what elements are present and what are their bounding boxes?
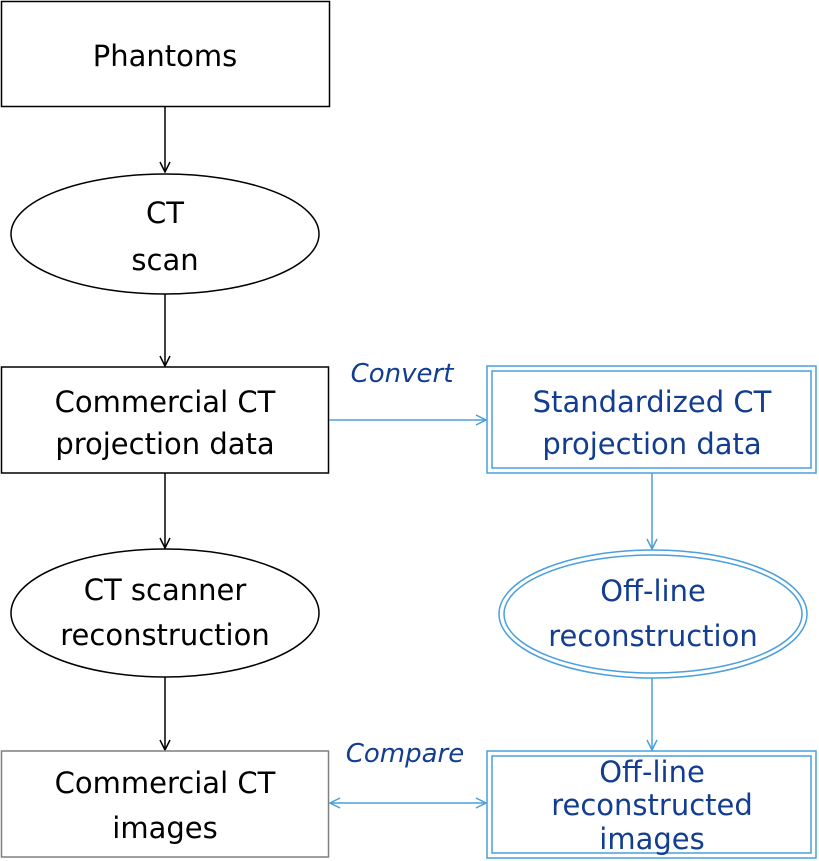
node-offline-images: Off-line reconstructed images — [486, 750, 817, 859]
node-ct-scan-line-2: scan — [131, 243, 198, 277]
node-scanner-reconstruction-line-2: reconstruction — [60, 618, 269, 652]
node-commercial-images-line-1: Commercial CT — [55, 766, 276, 800]
node-offline-images-line-3: images — [599, 822, 704, 856]
node-offline-reconstruction-line-2: reconstruction — [548, 619, 757, 653]
node-offline-images-line-2: reconstructed — [551, 788, 753, 822]
node-commercial-projection-line-1: Commercial CT — [55, 385, 276, 419]
node-offline-reconstruction-line-1: Off-line — [600, 574, 706, 608]
node-scanner-reconstruction: CT scanner reconstruction — [10, 548, 320, 678]
node-standardized-projection: Standardized CT projection data — [486, 365, 817, 474]
edge-compare-label: Compare — [346, 739, 465, 769]
node-ct-scan-line-1: CT — [146, 196, 184, 230]
node-standardized-projection-line-1: Standardized CT — [533, 385, 772, 419]
node-ct-scan: CT scan — [10, 173, 320, 295]
node-commercial-images-line-2: images — [112, 811, 217, 845]
node-phantoms-label: Phantoms — [93, 39, 238, 73]
node-commercial-projection: Commercial CT projection data — [0, 366, 330, 474]
node-scanner-reconstruction-line-1: CT scanner — [84, 573, 247, 607]
node-commercial-images: Commercial CT images — [0, 750, 330, 858]
node-standardized-projection-line-2: projection data — [542, 427, 761, 461]
edge-convert-label: Convert — [351, 359, 455, 389]
node-offline-reconstruction: Off-line reconstruction — [498, 549, 808, 679]
node-commercial-projection-line-2: projection data — [55, 427, 274, 461]
node-offline-images-line-1: Off-line — [599, 755, 705, 789]
node-phantoms: Phantoms — [0, 0, 331, 108]
